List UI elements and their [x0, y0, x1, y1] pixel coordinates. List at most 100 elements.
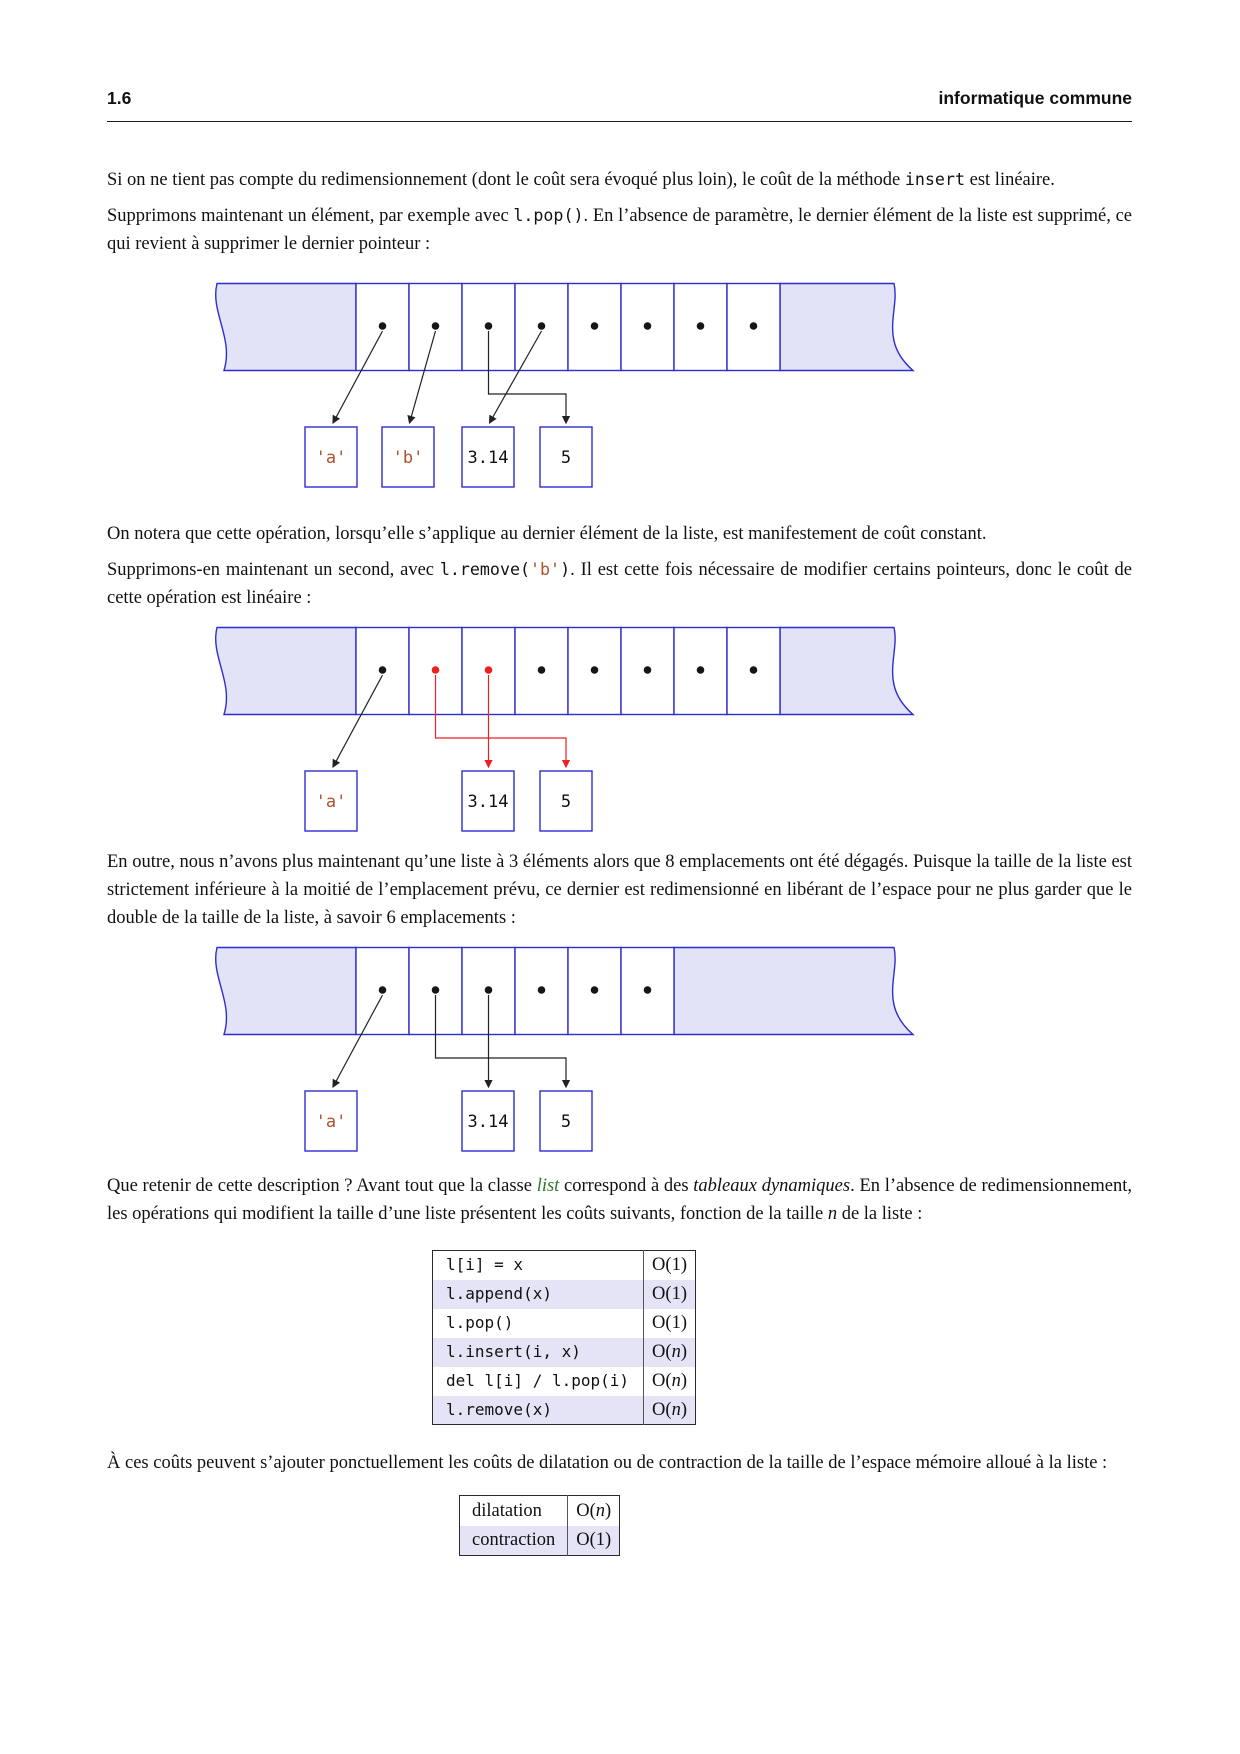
paragraph-pop-intro: Supprimons maintenant un élément, par ex…	[107, 206, 1133, 254]
table-row: l[i] = x O(1)	[433, 1250, 696, 1280]
memory-cells	[355, 626, 781, 716]
value-boxes: 'a' 3.14 5	[304, 1090, 593, 1152]
pointer-dot	[590, 666, 599, 674]
value-box	[539, 426, 593, 488]
resize-costs-table: dilatation O(n) contraction O(1)	[459, 1495, 621, 1556]
op-cell: dilatation	[472, 1500, 542, 1521]
table-row: del l[i] / l.pop(i) O(n)	[433, 1366, 696, 1396]
paragraph-resize-costs: À ces coûts peuvent s’ajouter ponctuelle…	[107, 1453, 1108, 1473]
pointer-arrow	[407, 330, 437, 425]
pointer-dot	[590, 986, 599, 994]
pointer-dot	[749, 322, 758, 330]
table-row: dilatation O(n)	[460, 1495, 620, 1526]
value-box-label: 5	[561, 1112, 571, 1132]
value-box	[381, 426, 435, 488]
table-row: contraction O(1)	[459, 1525, 620, 1556]
pointer-dot	[537, 986, 546, 994]
op-cell: contraction	[472, 1530, 556, 1551]
pointer-dot	[696, 322, 705, 330]
pointer-arrow-modified-elbow	[434, 675, 571, 769]
op-cell: l.insert(i, x)	[446, 1342, 581, 1361]
value-box	[539, 1090, 593, 1152]
cost-cell: O(n)	[643, 1337, 696, 1367]
section-number: 1.6	[107, 88, 132, 108]
value-box-label: 'a'	[316, 792, 347, 812]
pointer-dot	[378, 322, 387, 330]
paragraph-dynamic-arrays: Que retenir de cette description ? Avant…	[107, 1176, 1133, 1224]
paragraph-insert-cost: Si on ne tient pas compte du redimension…	[107, 170, 1055, 190]
value-box	[461, 1090, 515, 1152]
op-cell: l[i] = x	[446, 1255, 524, 1275]
pointer-dots	[378, 666, 758, 674]
pointer-dot	[431, 322, 440, 330]
memory-cells	[355, 946, 675, 1036]
pointer-arrow-elbow	[434, 995, 571, 1089]
pointer-dots	[378, 986, 652, 994]
pointer-dot	[378, 666, 387, 674]
paragraph-resize-explanation: En outre, nous n’avons plus maintenant q…	[107, 852, 1132, 928]
value-boxes: 'a' 3.14 5	[304, 770, 593, 832]
table-row: l.append(x) O(1)	[432, 1279, 696, 1309]
pointer-arrow-elbow	[487, 331, 571, 425]
value-box-label: 'a'	[316, 1112, 347, 1132]
pointer-arrow	[332, 994, 384, 1089]
paragraph-remove-intro: Supprimons-en maintenant un second, avec…	[107, 560, 1132, 608]
pointer-dot	[643, 322, 652, 330]
value-box-label: 5	[561, 792, 571, 812]
value-box	[539, 770, 593, 832]
memory-band-right	[673, 946, 915, 1036]
op-cell: l.append(x)	[446, 1284, 552, 1303]
cost-cell: O(1)	[643, 1308, 696, 1338]
cost-cell: O(n)	[567, 1495, 620, 1526]
memory-band-right	[779, 282, 915, 372]
memory-band-right	[779, 626, 915, 716]
pointer-dot	[696, 666, 705, 674]
pointer-dot	[431, 986, 440, 994]
pointer-dot	[484, 986, 493, 994]
cost-cell: O(n)	[643, 1366, 696, 1396]
value-box	[461, 426, 515, 488]
cost-cell: O(1)	[643, 1250, 696, 1280]
table-row: l.insert(i, x) O(n)	[432, 1337, 696, 1367]
pointer-dot	[749, 666, 758, 674]
cost-cell: O(1)	[643, 1279, 696, 1309]
value-box-label: 3.14	[468, 1112, 509, 1132]
memory-cell	[620, 626, 675, 716]
value-box-label: 5	[561, 448, 571, 468]
operation-costs-table: l[i] = x O(1) l.append(x) O(1) l.pop() O…	[432, 1250, 697, 1425]
value-box-label: 'b'	[393, 448, 424, 468]
value-box-label: 3.14	[468, 448, 509, 468]
pointer-dot-modified	[484, 666, 493, 674]
value-boxes: 'a' 'b' 3.14 5	[304, 426, 593, 488]
cost-cell: O(1)	[567, 1525, 620, 1556]
memory-diagram-after-remove: 'a' 3.14 5	[215, 626, 915, 832]
pointer-arrow	[488, 330, 543, 425]
value-box	[461, 770, 515, 832]
op-cell: del l[i] / l.pop(i)	[446, 1371, 630, 1390]
pointer-dot	[643, 666, 652, 674]
memory-band-left	[215, 282, 357, 372]
memory-diagram-after-shrink: 'a' 3.14 5	[215, 946, 915, 1152]
pointer-dot-modified	[431, 666, 440, 674]
cost-cell: O(n)	[643, 1395, 696, 1425]
value-box	[304, 426, 358, 488]
value-box	[304, 770, 358, 832]
page-header: 1.6 informatique commune	[107, 84, 1132, 122]
pointer-dot	[484, 322, 493, 330]
memory-cell	[726, 282, 781, 372]
pointer-arrow	[332, 674, 384, 769]
header-title: informatique commune	[938, 88, 1133, 108]
paragraph-constant-cost: On notera que cette opération, lorsqu’el…	[107, 524, 987, 544]
memory-band-left	[215, 626, 357, 716]
value-box	[304, 1090, 358, 1152]
op-cell: l.remove(x)	[446, 1399, 552, 1419]
pointer-dots	[378, 322, 758, 330]
pointer-dot	[537, 322, 546, 330]
pointer-dot	[537, 666, 546, 674]
pointer-arrow	[332, 330, 384, 425]
pointer-dot	[643, 986, 652, 994]
pointer-dot	[590, 322, 599, 330]
value-box-label: 3.14	[468, 792, 509, 812]
value-box-label: 'a'	[316, 448, 347, 468]
